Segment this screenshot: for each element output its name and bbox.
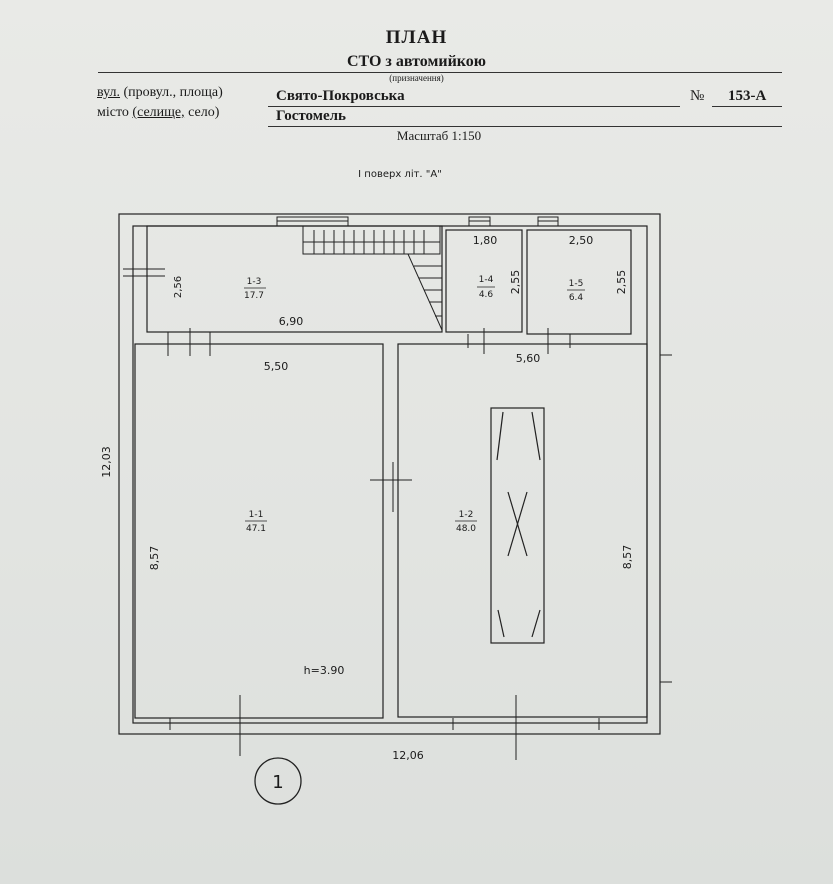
street-label-rest: (провул., площа) (120, 85, 223, 100)
city-underline (268, 126, 782, 127)
city-value: Гостомель (276, 108, 346, 124)
dim-room-1-1-width: 5,50 (264, 360, 289, 373)
room-1-5-id: 1-5 (569, 279, 584, 289)
room-1-2-id: 1-2 (459, 510, 474, 520)
room-1-1-id: 1-1 (249, 510, 264, 520)
room-1-3-id: 1-3 (247, 277, 262, 287)
door-marks (123, 268, 672, 760)
purpose-underline (98, 72, 782, 73)
inspection-pit (490, 407, 545, 644)
floor-label: I поверх літ. "А" (358, 169, 442, 180)
city-label-start: місто (97, 105, 133, 120)
city-label-end: село) (184, 105, 220, 120)
room-1-1-area: 47.1 (246, 524, 266, 534)
street-label-underlined: вул. (97, 85, 121, 100)
dim-total-height: 12,03 (100, 446, 113, 478)
dim-room-1-4-width: 1,80 (473, 234, 498, 247)
scale-label: Масштаб 1:150 (396, 128, 482, 143)
windows-top (276, 216, 559, 227)
room-1-5-outline (526, 229, 632, 335)
room-1-3-area: 17.7 (244, 291, 264, 301)
dim-total-width: 12,06 (392, 749, 424, 762)
dim-room-1-1-height: 8,57 (148, 546, 161, 571)
room-1-4-id: 1-4 (479, 275, 494, 285)
room-1-2-area: 48.0 (456, 524, 476, 534)
city-label: місто (селище, село) (97, 105, 219, 121)
outer-wall-outside (118, 213, 661, 735)
city-label-underlined: (селище, (132, 105, 185, 120)
section-marker-label: 1 (272, 772, 283, 793)
dim-room-1-5-height: 2,55 (615, 270, 628, 295)
section-marker-circle (254, 757, 302, 805)
dim-room-1-2-height: 8,57 (621, 545, 634, 570)
room-1-1-outline (134, 343, 384, 719)
room-1-4-area: 4.6 (479, 290, 494, 300)
number-underline (712, 106, 782, 107)
purpose-caption: (призначення) (389, 73, 444, 83)
street-label: вул. (провул., площа) (97, 85, 223, 101)
number-label: № (690, 88, 705, 104)
street-value: Свято-Покровська (276, 88, 405, 104)
plan-title: ПЛАН (385, 27, 448, 48)
stairs (302, 225, 443, 331)
street-underline (268, 106, 680, 107)
dim-room-1-4-height: 2,55 (509, 270, 522, 295)
dim-room-1-5-width: 2,50 (569, 234, 594, 247)
ceiling-height: h=3.90 (304, 664, 345, 677)
dim-room-1-3-height: 2,56 (173, 276, 184, 298)
building-purpose: СТО з автомийкою (346, 53, 487, 70)
number-value: 153-А (728, 88, 767, 104)
room-1-5-area: 6.4 (569, 293, 584, 303)
dim-room-1-3-width: 6,90 (279, 315, 304, 328)
room-1-2-outline (397, 343, 648, 718)
dim-room-1-2-width: 5,60 (516, 352, 541, 365)
